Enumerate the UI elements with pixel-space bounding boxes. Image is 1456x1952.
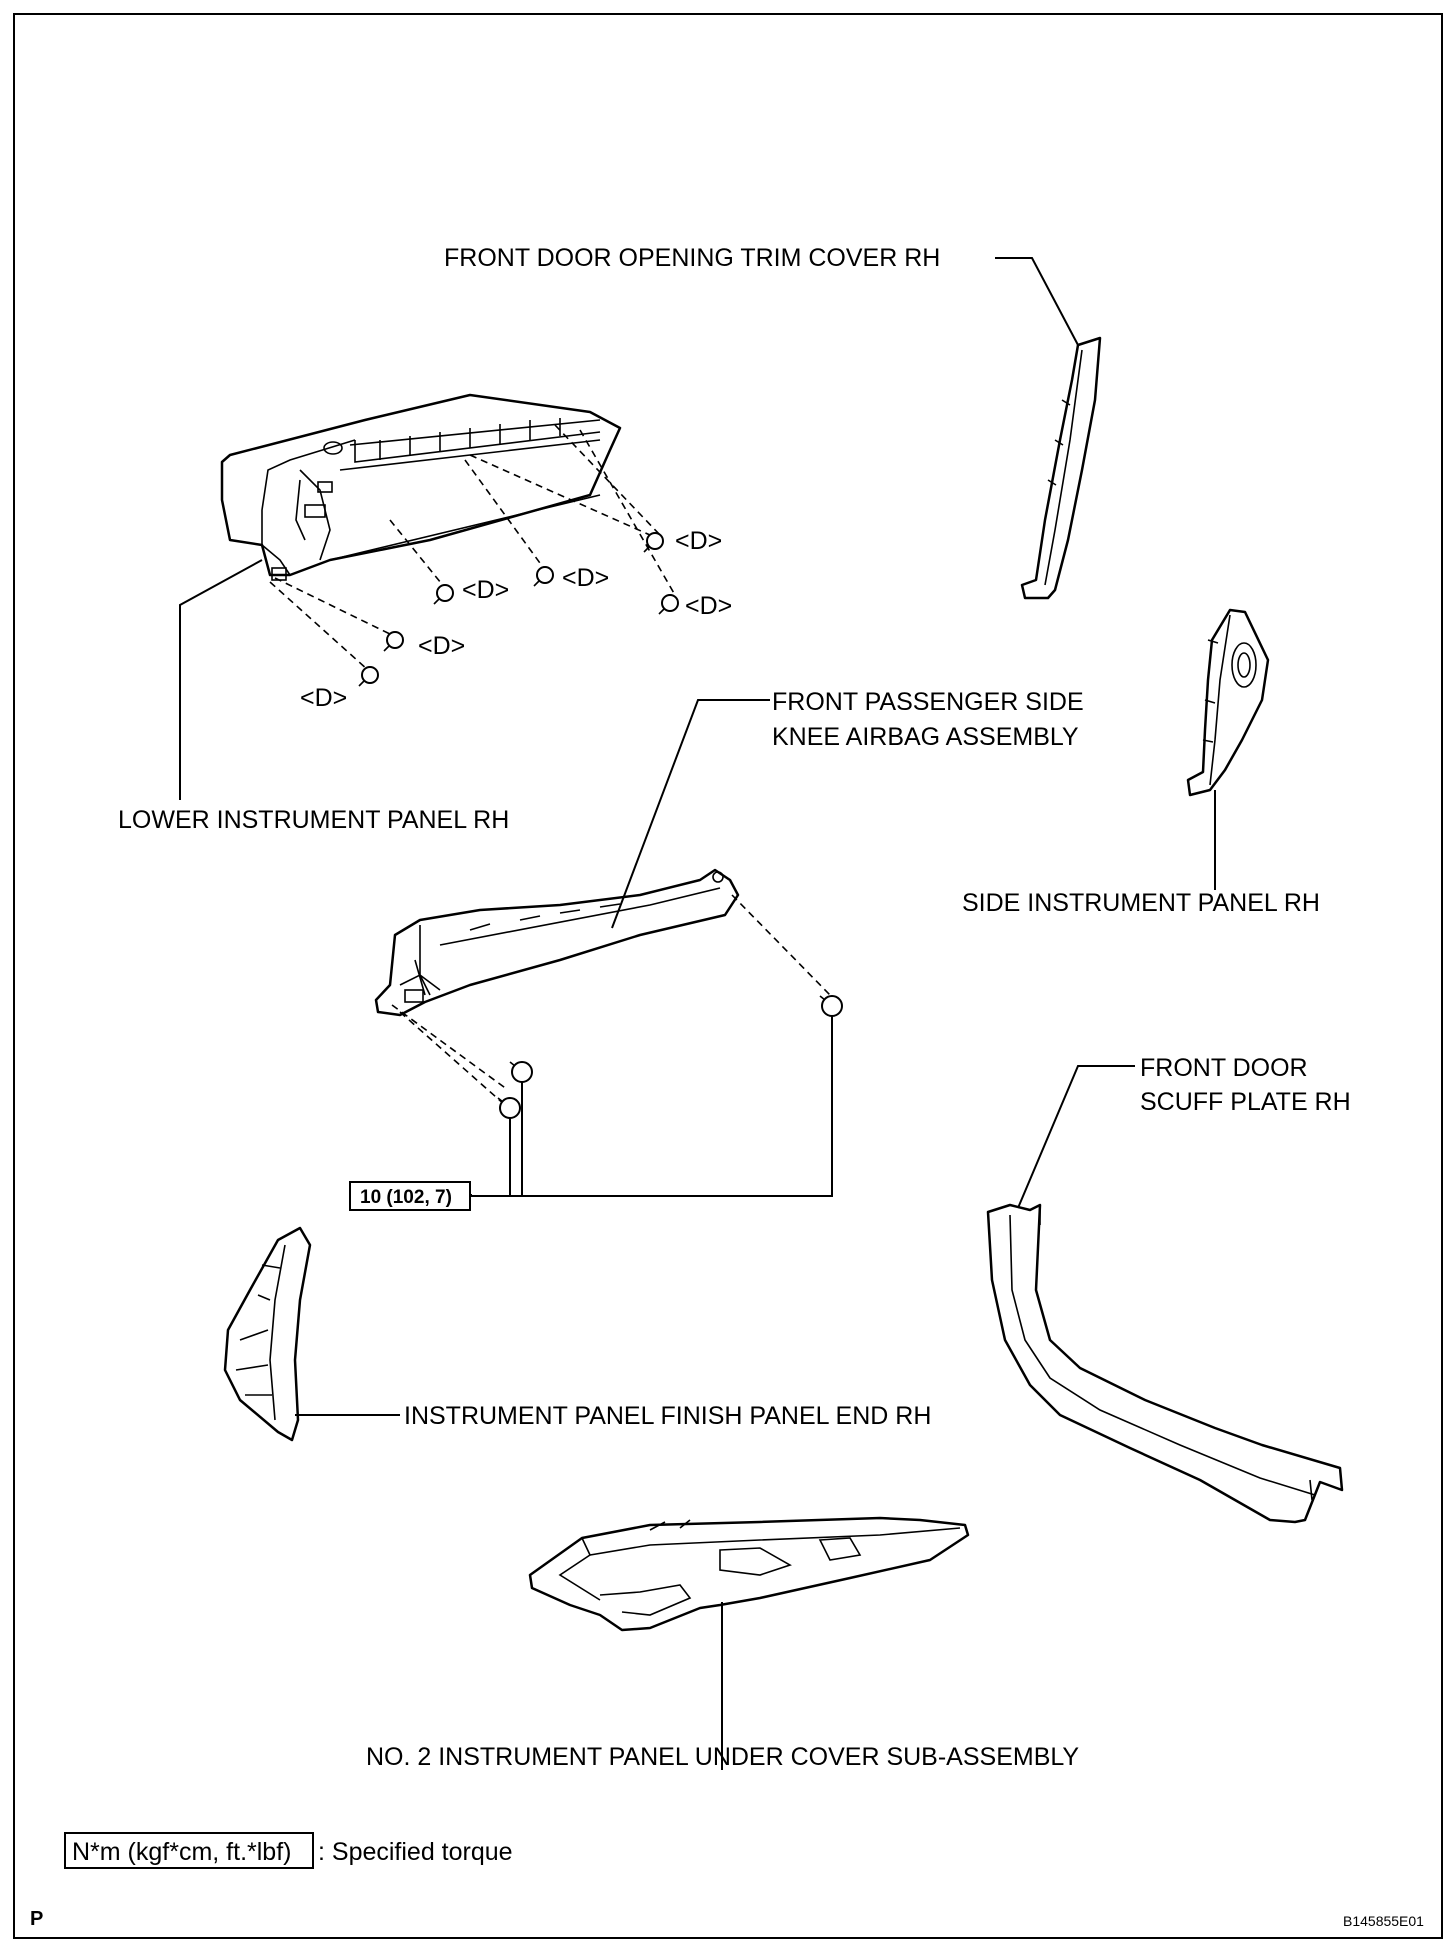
figure-code: B145855E01 — [1343, 1913, 1424, 1929]
legend-description: : Specified torque — [318, 1838, 513, 1866]
clip-marker-5: <D> — [418, 632, 465, 660]
label-knee-airbag-line2: KNEE AIRBAG ASSEMBLY — [772, 723, 1079, 751]
clip-d-2 — [533, 566, 554, 587]
label-knee-airbag-line1: FRONT PASSENGER SIDE — [772, 688, 1084, 716]
airbag-bolt-1 — [509, 1061, 533, 1083]
label-scuff-plate-line2: SCUFF PLATE RH — [1140, 1088, 1351, 1116]
corner-letter: P — [30, 1908, 43, 1930]
clip-d-4 — [433, 584, 454, 605]
knee-airbag-assembly-drawing — [374, 868, 740, 1017]
airbag-bolt-2 — [497, 1097, 521, 1119]
clip-d-1 — [643, 532, 664, 553]
clip-marker-3: <D> — [685, 592, 732, 620]
legend-unit-text: N*m (kgf*cm, ft.*lbf) — [72, 1838, 291, 1866]
torque-spec-box: 10 (102, 7) — [349, 1181, 471, 1211]
clip-d-5 — [383, 631, 404, 652]
label-scuff-plate-line1: FRONT DOOR — [1140, 1054, 1308, 1082]
page-border — [13, 13, 1443, 1939]
clip-d-3 — [658, 594, 679, 615]
clip-d-6 — [358, 666, 379, 687]
clip-marker-6: <D> — [300, 684, 347, 712]
scuff-plate-drawing — [986, 1203, 1344, 1524]
front-door-opening-trim-cover-drawing — [1020, 336, 1102, 600]
side-instrument-panel-drawing — [1186, 608, 1270, 797]
label-front-door-opening-trim-cover: FRONT DOOR OPENING TRIM COVER RH — [444, 244, 940, 272]
clip-marker-2: <D> — [562, 564, 609, 592]
torque-value: 10 (102, 7) — [360, 1187, 452, 1208]
lower-instrument-panel-drawing — [220, 393, 622, 581]
clip-marker-1: <D> — [675, 527, 722, 555]
finish-panel-end-drawing — [223, 1226, 312, 1442]
legend-unit-box — [64, 1832, 314, 1869]
clip-marker-4: <D> — [462, 576, 509, 604]
label-under-cover: NO. 2 INSTRUMENT PANEL UNDER COVER SUB-A… — [366, 1743, 1079, 1771]
airbag-bolt-3 — [819, 995, 843, 1017]
under-cover-drawing — [528, 1516, 970, 1632]
label-finish-panel-end: INSTRUMENT PANEL FINISH PANEL END RH — [404, 1402, 931, 1430]
label-side-instrument-panel: SIDE INSTRUMENT PANEL RH — [962, 889, 1320, 917]
label-lower-instrument-panel: LOWER INSTRUMENT PANEL RH — [118, 806, 509, 834]
torque-legend: N*m (kgf*cm, ft.*lbf) : Specified torque — [64, 1832, 513, 1869]
